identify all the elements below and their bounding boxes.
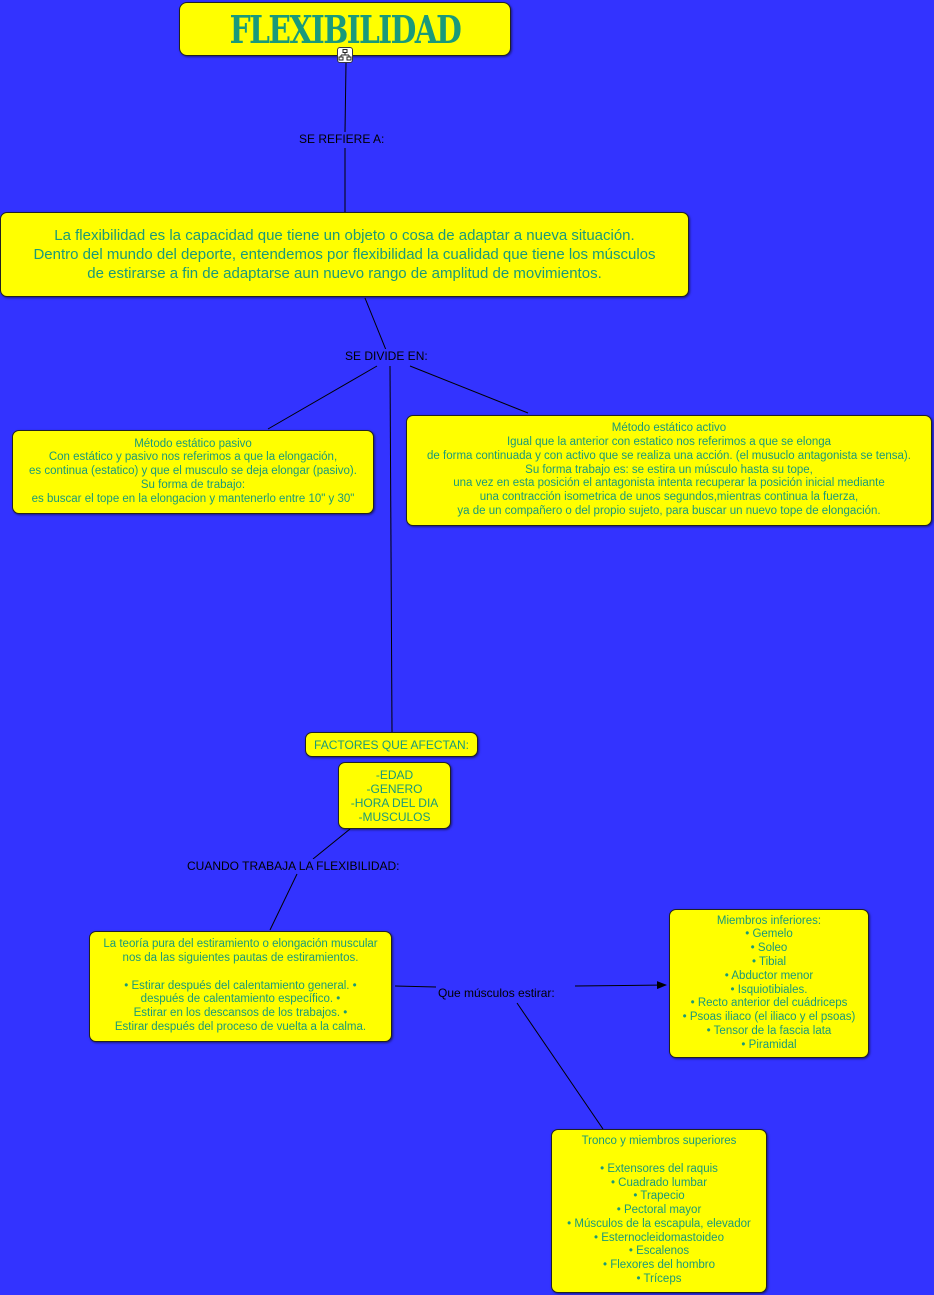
superiores-item: Tronco y miembros superiores	[581, 1135, 737, 1148]
superiores-item: • Escalenos	[628, 1245, 690, 1258]
pasivo-line: es continua (estatico) y que el musculo …	[29, 465, 357, 478]
link-divide-pasivo	[267, 365, 378, 430]
inferiores-item: • Gemelo	[745, 928, 793, 941]
teoria-line: Estirar después del proceso de vuelta a …	[114, 1020, 367, 1033]
link-label-refiere: SE REFIERE A:	[297, 132, 387, 146]
teoria-box[interactable]: La teoría pura del estiramiento o elonga…	[89, 931, 392, 1042]
inferiores-item: • Abductor menor	[724, 969, 814, 982]
superiores-item: • Pectoral mayor	[616, 1204, 702, 1217]
link-label-cuando: CUANDO TRABAJA LA FLEXIBILIDAD:	[185, 859, 402, 873]
pasivo-line: Método estático pasivo	[134, 437, 252, 450]
inferiores-item: • Recto anterior del cuádriceps	[690, 997, 848, 1010]
teoria-line: después de calentamiento específico. •	[140, 993, 341, 1006]
inferiores-item: • Tibial	[751, 955, 787, 968]
title-box[interactable]: FLEXIBILIDAD	[179, 2, 511, 56]
inferiores-item: • Soleo	[750, 942, 788, 955]
definition-line: de estirarse a fin de adaptarse aun nuev…	[87, 265, 602, 282]
inferiores-item: • Tensor de la fascia lata	[706, 1024, 832, 1037]
pasivo-line: Su forma de trabajo:	[140, 478, 246, 491]
link-definition-divide	[364, 297, 387, 351]
link-divide-activo	[409, 365, 529, 414]
link-teoria-musculos	[394, 985, 437, 988]
teoria-line: • Estirar después del calentamiento gene…	[124, 979, 357, 992]
inferiores-item: • Isquiotibiales.	[730, 983, 808, 996]
superiores-item: • Tríceps	[636, 1273, 682, 1286]
activo-line: Método estático activo	[611, 422, 727, 435]
activo-line: una vez en esta posición el antagonista …	[453, 477, 885, 490]
activo-line: ya de un compañero o del propio sujeto, …	[457, 504, 881, 517]
superiores-item: • Flexores del hombro	[602, 1259, 716, 1272]
link-factores-cuando	[312, 828, 351, 860]
superiores-item: • Cuadrado lumbar	[610, 1176, 708, 1189]
superiores-item: • Extensores del raquis	[600, 1162, 718, 1175]
superiores-item	[552, 1149, 766, 1163]
teoria-line	[90, 966, 391, 980]
sitemap-icon[interactable]	[337, 47, 353, 63]
miembros-inferiores-box[interactable]: Miembros inferiores: • Gemelo • Soleo • …	[669, 909, 869, 1058]
pasivo-line: Con estático y pasivo nos referimos a qu…	[48, 451, 338, 464]
factor-item: -MUSCULOS	[358, 809, 431, 824]
link-title-refiere	[344, 62, 347, 133]
superiores-item: • Músculos de la escapula, elevador	[567, 1217, 751, 1230]
metodo-activo-box[interactable]: Método estático activo Igual que la ante…	[406, 415, 932, 526]
link-label-divide: SE DIVIDE EN:	[343, 349, 430, 363]
factores-title-box[interactable]: FACTORES QUE AFECTAN:	[305, 732, 478, 757]
pasivo-line: es buscar el tope en la elongacion y man…	[31, 492, 355, 505]
link-cuando-teoria	[269, 873, 298, 931]
teoria-line: Estirar en los descansos de los trabajos…	[133, 1007, 348, 1020]
definition-box[interactable]: La flexibilidad es la capacidad que tien…	[0, 212, 689, 297]
activo-line: Su forma trabajo es: se estira un múscul…	[525, 463, 813, 476]
activo-line: una contracción isometrica de unos segun…	[479, 491, 859, 504]
factor-item: -GENERO	[366, 781, 423, 796]
tronco-superiores-box[interactable]: Tronco y miembros superiores • Extensore…	[551, 1129, 767, 1293]
metodo-pasivo-box[interactable]: Método estático pasivo Con estático y pa…	[12, 430, 374, 514]
link-musculos-inferiores	[574, 981, 667, 990]
factores-box[interactable]: -EDAD -GENERO -HORA DEL DIA -MUSCULOS	[338, 762, 451, 829]
inferiores-item: • Piramidal	[741, 1038, 797, 1051]
link-musculos-superiores	[516, 1002, 604, 1130]
definition-line: La flexibilidad es la capacidad que tien…	[54, 227, 635, 244]
inferiores-item: Miembros inferiores:	[716, 914, 822, 927]
superiores-item: • Esternocleidomastoideo	[594, 1231, 724, 1244]
factor-item: -EDAD	[375, 767, 414, 782]
page-title: FLEXIBILIDAD	[229, 6, 462, 52]
teoria-line: nos da las siguientes pautas de estirami…	[122, 952, 359, 964]
factores-title: FACTORES QUE AFECTAN:	[314, 737, 469, 752]
inferiores-item: • Psoas iliaco (el iliaco y el psoas)	[682, 1011, 856, 1024]
link-divide-factores	[389, 365, 393, 733]
teoria-line: La teoría pura del estiramiento o elonga…	[103, 938, 378, 951]
activo-line: de forma continuada y con activo que se …	[427, 449, 911, 462]
definition-line: Dentro del mundo del deporte, entendemos…	[33, 246, 656, 263]
link-label-musculos: Que músculos estirar:	[436, 986, 557, 1000]
superiores-item: • Trapecio	[633, 1190, 685, 1203]
activo-line: Igual que la anterior con estatico nos r…	[506, 436, 832, 448]
factor-item: -HORA DEL DIA	[350, 795, 439, 810]
